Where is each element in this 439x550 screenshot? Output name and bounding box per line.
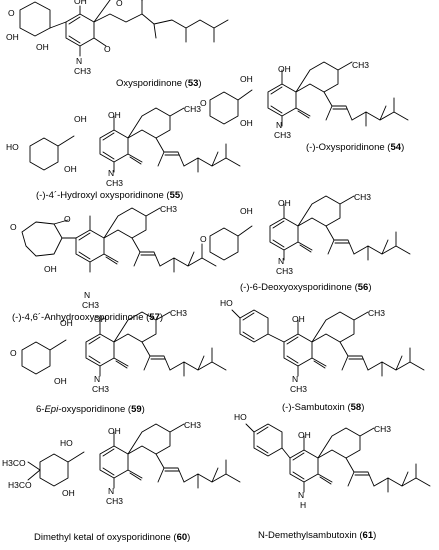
- atom-oh: OH: [74, 0, 87, 6]
- compound-61-label: N-Demethylsambutoxin (61): [258, 530, 376, 541]
- compound-58-structure: HO OH N CH3 CH3: [220, 298, 425, 394]
- atom-n: N: [276, 120, 282, 130]
- atom-ch3: CH3: [106, 178, 123, 188]
- atom-oh: OH: [292, 314, 305, 324]
- atom-o: O: [10, 348, 17, 358]
- atom-o: O: [104, 44, 111, 54]
- atom-ho: HO: [6, 142, 19, 152]
- atom-ch3: CH3: [170, 308, 187, 318]
- atom-oh: OH: [36, 42, 49, 52]
- atom-n: N: [108, 168, 114, 178]
- atom-ch3: CH3: [354, 192, 371, 202]
- atom-ch3: CH3: [352, 60, 369, 70]
- atom-oh: OH: [54, 376, 67, 386]
- atom-oh: OH: [108, 426, 121, 436]
- compound-59-structure: O OH OH OH N CH3 CH3: [10, 308, 227, 394]
- atom-o: O: [8, 8, 15, 18]
- atom-oh: OH: [44, 264, 57, 274]
- atom-ch3: CH3: [184, 420, 201, 430]
- atom-ch3: CH3: [74, 66, 91, 76]
- atom-n: N: [76, 56, 82, 66]
- atom-oh: OH: [240, 74, 253, 84]
- atom-ho: HO: [234, 412, 247, 422]
- atom-h: H: [300, 500, 306, 510]
- atom-oh: OH: [240, 206, 253, 216]
- compound-53-label: Oxysporidinone (53): [116, 78, 202, 89]
- atom-o: O: [10, 222, 17, 232]
- atom-oh: OH: [108, 110, 121, 120]
- atom-ch3: CH3: [92, 384, 109, 394]
- atom-ho: HO: [220, 298, 233, 308]
- compound-57-label: (-)-4,6´-Anhydrooxysporidinone (57): [12, 312, 163, 323]
- atom-oh: OH: [6, 32, 19, 42]
- atom-ch3: CH3: [274, 130, 291, 140]
- atom-ch3: CH3: [368, 308, 385, 318]
- compound-60-label: Dimethyl ketal of oxysporidinone (60): [34, 532, 190, 543]
- atom-n: N: [94, 374, 100, 384]
- atom-oh: OH: [278, 64, 291, 74]
- atom-ho: HO: [60, 438, 73, 448]
- compound-55-label: (-)-4´-Hydroxyl oxysporidinone (55): [36, 190, 183, 201]
- atom-ch3: CH3: [106, 496, 123, 506]
- atom-oh: OH: [240, 118, 253, 128]
- compound-54-structure: O OH OH OH N CH3 CH3: [200, 60, 409, 140]
- atom-n: N: [298, 490, 304, 500]
- atom-o: O: [200, 98, 207, 108]
- compound-58-label: (-)-Sambutoxin (58): [282, 402, 364, 413]
- atom-n: N: [108, 486, 114, 496]
- atom-oh: OH: [60, 318, 73, 328]
- atom-h3co: H3CO: [2, 458, 26, 468]
- compound-56-structure: O OH OH N CH3 CH3: [200, 192, 411, 276]
- atom-o: O: [116, 0, 123, 8]
- compound-59-label: 6-Epi-oxysporidinone (59): [36, 404, 145, 415]
- atom-o: O: [200, 234, 207, 244]
- atom-o: O: [64, 214, 71, 224]
- compound-54-label: (-)-Oxysporidinone (54): [306, 142, 404, 153]
- atom-ch3: CH3: [82, 300, 99, 310]
- compound-61-structure: HO OH N H CH3: [234, 412, 431, 510]
- atom-oh: OH: [298, 430, 311, 440]
- atom-n: N: [292, 374, 298, 384]
- atom-ch3: CH3: [160, 204, 177, 214]
- compound-55-structure: HO OH OH OH N CH3 CH3: [6, 104, 241, 188]
- atom-n: N: [278, 256, 284, 266]
- compound-60-structure: H3CO H3CO OH HO OH N CH3 CH3: [2, 420, 241, 506]
- atom-oh: OH: [64, 164, 77, 174]
- atom-oh: OH: [74, 114, 87, 124]
- atom-oh: OH: [94, 314, 107, 324]
- atom-ch3: CH3: [184, 104, 201, 114]
- compound-53-structure: O OH OH OH O N CH3 CH3 O: [6, 0, 229, 76]
- atom-ch3: CH3: [374, 424, 391, 434]
- atom-h3co: H3CO: [8, 480, 32, 490]
- atom-n: N: [84, 290, 90, 300]
- atom-oh: OH: [278, 198, 291, 208]
- atom-ch3: CH3: [276, 266, 293, 276]
- compound-57-structure: O OH O N CH3 CH3: [10, 204, 217, 310]
- atom-ch3: CH3: [290, 384, 307, 394]
- compound-56-label: (-)-6-Deoxyoxysporidinone (56): [240, 282, 372, 293]
- atom-oh: OH: [62, 488, 75, 498]
